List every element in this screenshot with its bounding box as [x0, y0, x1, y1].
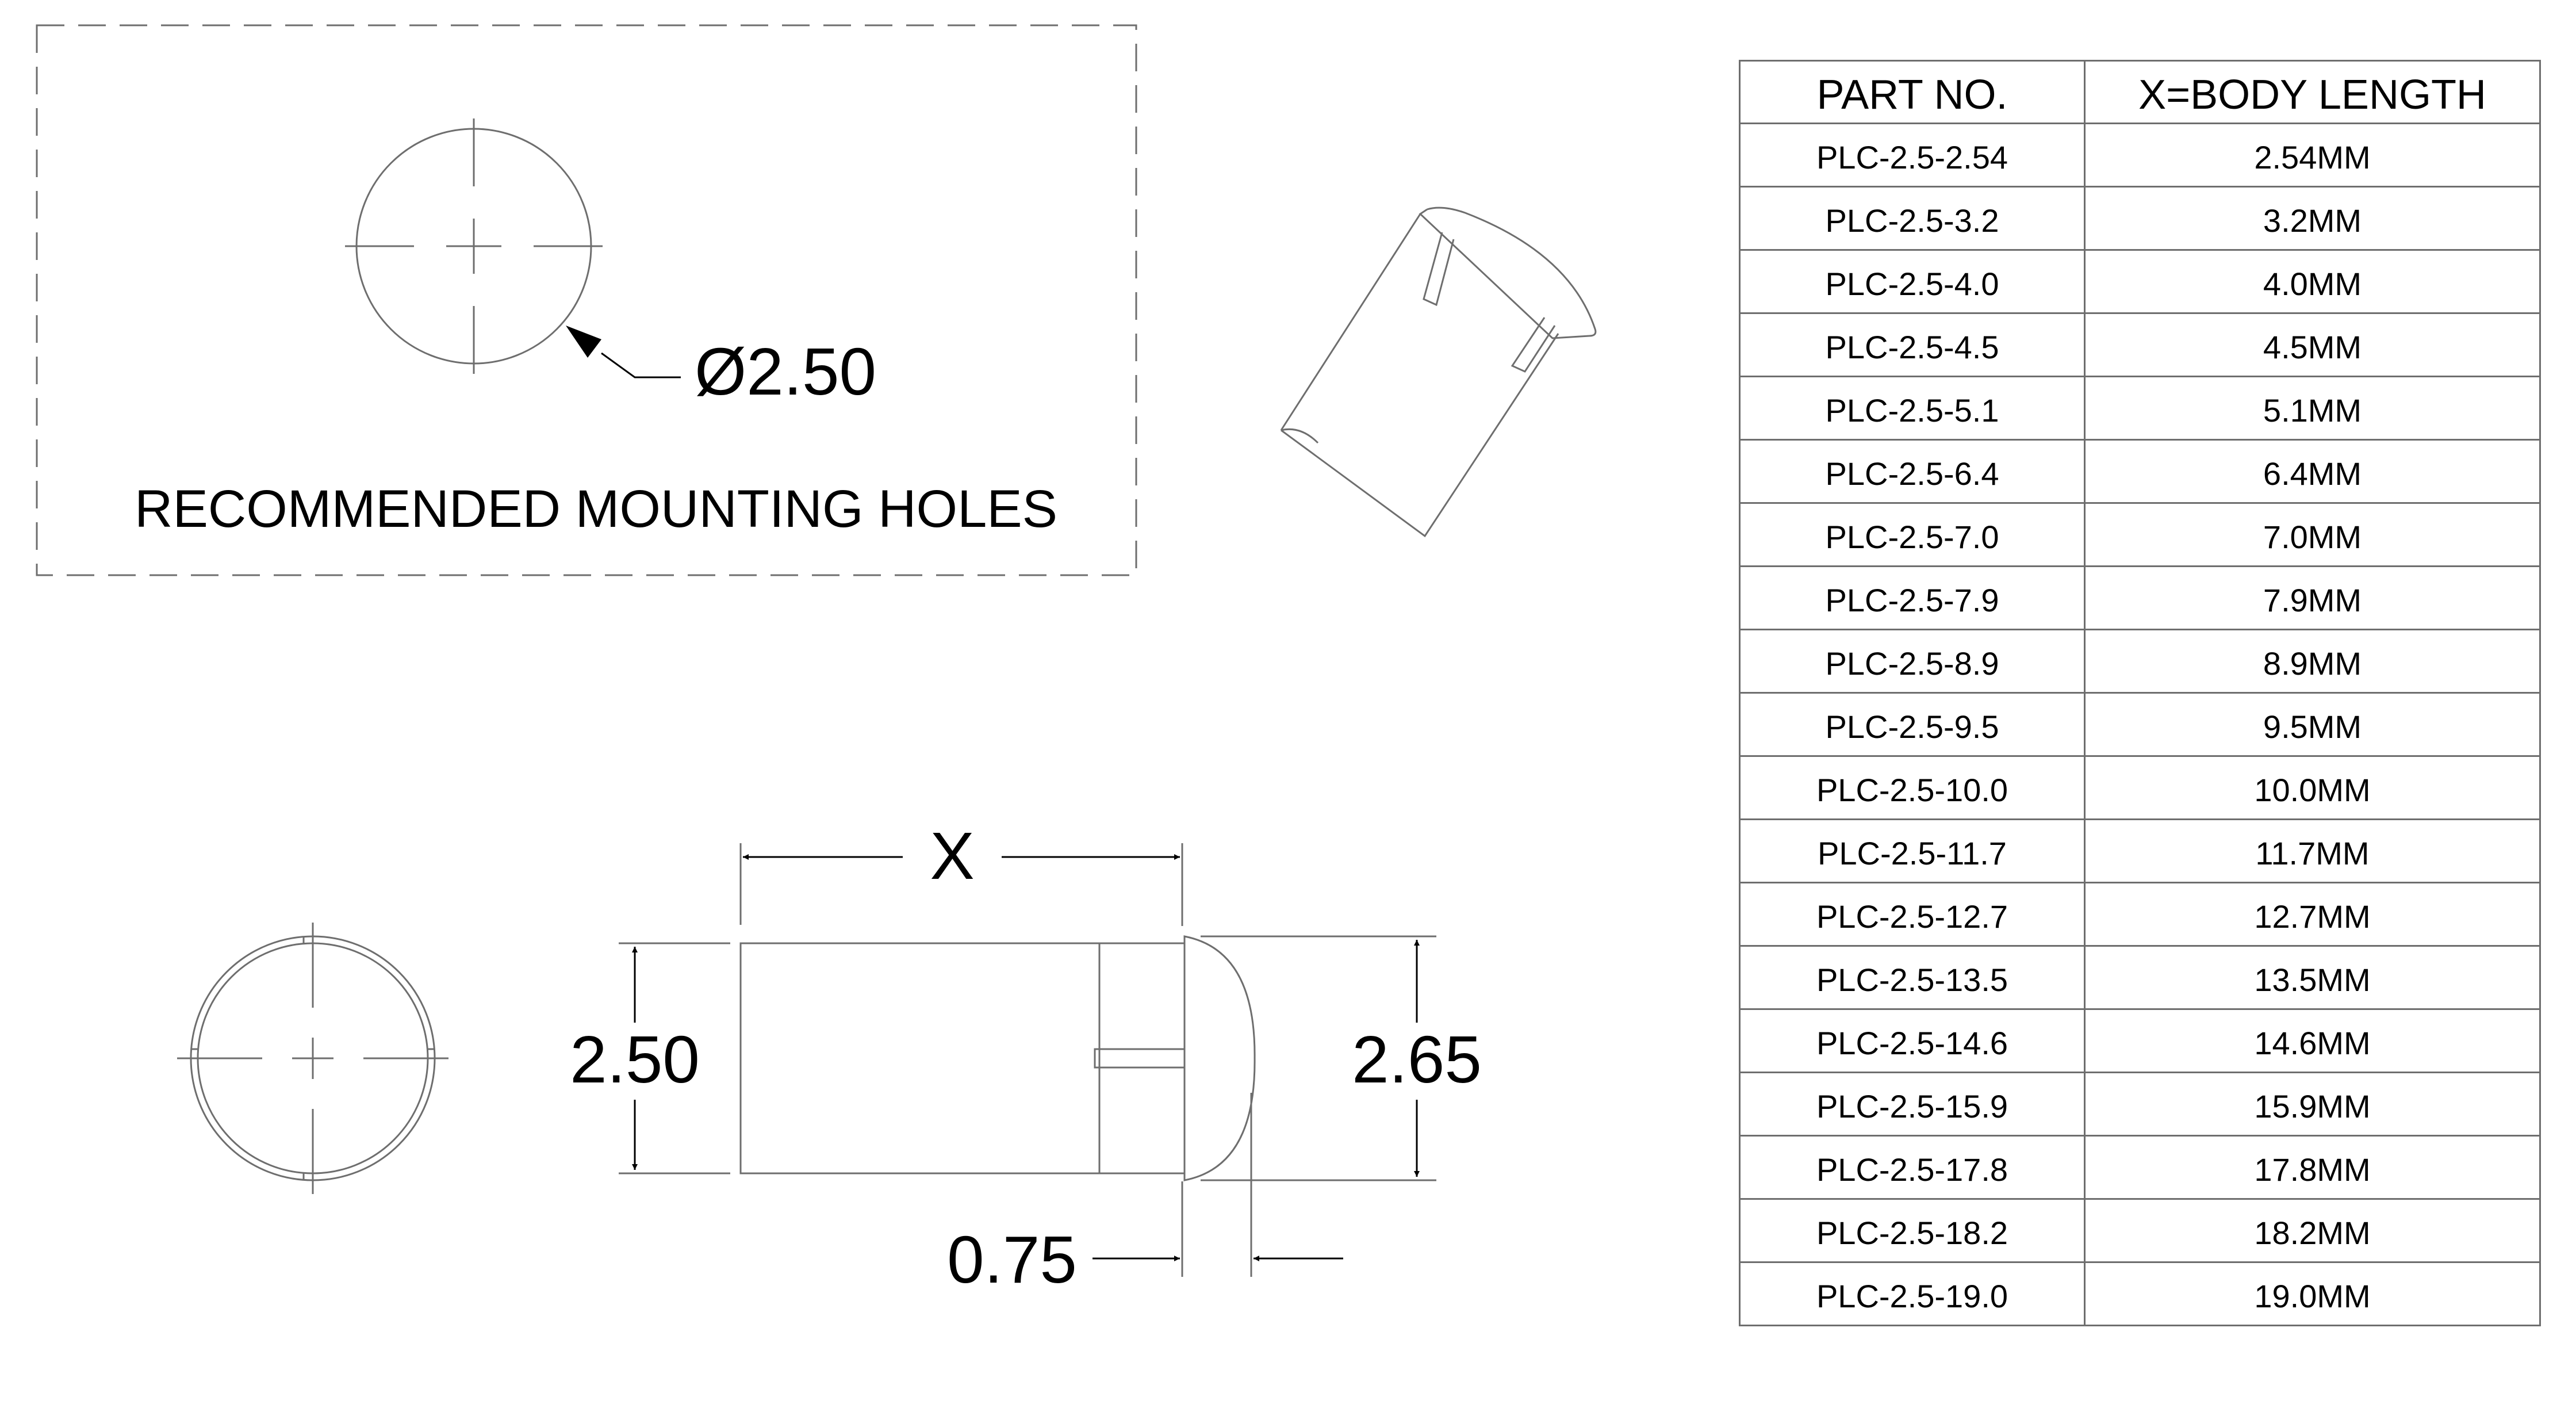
part-no-cell: PLC-2.5-12.7 — [1739, 882, 2086, 947]
part-no-cell: PLC-2.5-14.6 — [1739, 1008, 2086, 1073]
part-no-cell: PLC-2.5-3.2 — [1739, 186, 2086, 251]
part-no-cell: PLC-2.5-15.9 — [1739, 1072, 2086, 1137]
part-no-cell: PLC-2.5-7.0 — [1739, 502, 2086, 567]
iso-head-rim — [1419, 208, 1590, 339]
iso-body-outline — [1280, 213, 1559, 538]
end-view-rim-ticks — [191, 936, 435, 1180]
table-header-row: PART NO. X=BODY LENGTH — [1739, 60, 2541, 124]
part-no-cell: PLC-2.5-4.0 — [1739, 249, 2086, 314]
part-no-cell: PLC-2.5-2.54 — [1739, 123, 2086, 188]
part-no-cell: PLC-2.5-18.2 — [1739, 1198, 2086, 1263]
body-length-cell: 3.2MM — [2084, 186, 2541, 251]
body-length-cell: 13.5MM — [2084, 945, 2541, 1010]
part-no-cell: PLC-2.5-4.5 — [1739, 312, 2086, 377]
part-no-cell: PLC-2.5-6.4 — [1739, 439, 2086, 504]
end-view-centerlines — [177, 923, 448, 1194]
end-view — [177, 923, 448, 1194]
body-length-cell: 11.7MM — [2084, 818, 2541, 883]
head-thickness-dimension — [1092, 1093, 1343, 1277]
body-length-cell: 4.0MM — [2084, 249, 2541, 314]
part-no-cell: PLC-2.5-17.8 — [1739, 1135, 2086, 1200]
part-no-cell: PLC-2.5-8.9 — [1739, 629, 2086, 694]
body-length-cell: 4.5MM — [2084, 312, 2541, 377]
side-body — [739, 942, 1101, 1174]
iso-body-end — [1281, 428, 1319, 444]
body-length-header: X=BODY LENGTH — [2084, 60, 2541, 124]
head-thickness-label: 0.75 — [947, 1222, 1077, 1297]
body-length-cell: 18.2MM — [2084, 1198, 2541, 1263]
part-no-cell: PLC-2.5-13.5 — [1739, 945, 2086, 1010]
body-length-cell: 5.1MM — [2084, 376, 2541, 441]
body-length-cell: 19.0MM — [2084, 1261, 2541, 1326]
head-diameter-label: 2.65 — [1352, 1022, 1482, 1097]
body-length-cell: 2.54MM — [2084, 123, 2541, 188]
part-no-cell: PLC-2.5-19.0 — [1739, 1261, 2086, 1326]
part-no-cell: PLC-2.5-5.1 — [1739, 376, 2086, 441]
body-length-cell: 14.6MM — [2084, 1008, 2541, 1073]
iso-slot-lower — [1511, 317, 1556, 373]
body-length-cell: 10.0MM — [2084, 755, 2541, 820]
mounting-holes-panel: Ø2.50 RECOMMENDED MOUNTING HOLES — [36, 24, 1137, 576]
body-diameter-dimension — [619, 942, 730, 1174]
body-length-cell: 15.9MM — [2084, 1072, 2541, 1137]
side-head-flange — [1099, 942, 1186, 1174]
body-length-cell: 7.0MM — [2084, 502, 2541, 567]
part-no-cell: PLC-2.5-11.7 — [1739, 818, 2086, 883]
side-view — [739, 935, 1256, 1181]
mounting-hole-centerlines — [345, 118, 603, 374]
length-label: X — [930, 818, 974, 893]
hole-diameter-label: Ø2.50 — [695, 334, 876, 409]
mounting-holes-caption: RECOMMENDED MOUNTING HOLES — [135, 480, 1057, 538]
body-diameter-label: 2.50 — [570, 1022, 700, 1097]
body-length-cell: 8.9MM — [2084, 629, 2541, 694]
isometric-view — [1280, 206, 1597, 538]
body-length-cell: 17.8MM — [2084, 1135, 2541, 1200]
hole-diameter-leader — [566, 326, 681, 378]
head-diameter-dimension — [1201, 935, 1436, 1181]
length-dimension — [739, 843, 1183, 926]
body-length-cell: 12.7MM — [2084, 882, 2541, 947]
body-length-cell: 7.9MM — [2084, 565, 2541, 630]
body-length-cell: 9.5MM — [2084, 692, 2541, 757]
part-no-header: PART NO. — [1739, 60, 2086, 124]
part-no-cell: PLC-2.5-9.5 — [1739, 692, 2086, 757]
mounting-panel-border — [36, 24, 1137, 576]
part-no-cell: PLC-2.5-7.9 — [1739, 565, 2086, 630]
side-head-dome — [1183, 935, 1256, 1181]
part-no-cell: PLC-2.5-10.0 — [1739, 755, 2086, 820]
body-length-cell: 6.4MM — [2084, 439, 2541, 504]
dimensions: X 2.50 2.65 0.75 — [570, 818, 1482, 1297]
iso-head-dome — [1427, 206, 1597, 337]
side-pin — [1094, 1048, 1186, 1069]
iso-slot-upper — [1423, 232, 1455, 307]
